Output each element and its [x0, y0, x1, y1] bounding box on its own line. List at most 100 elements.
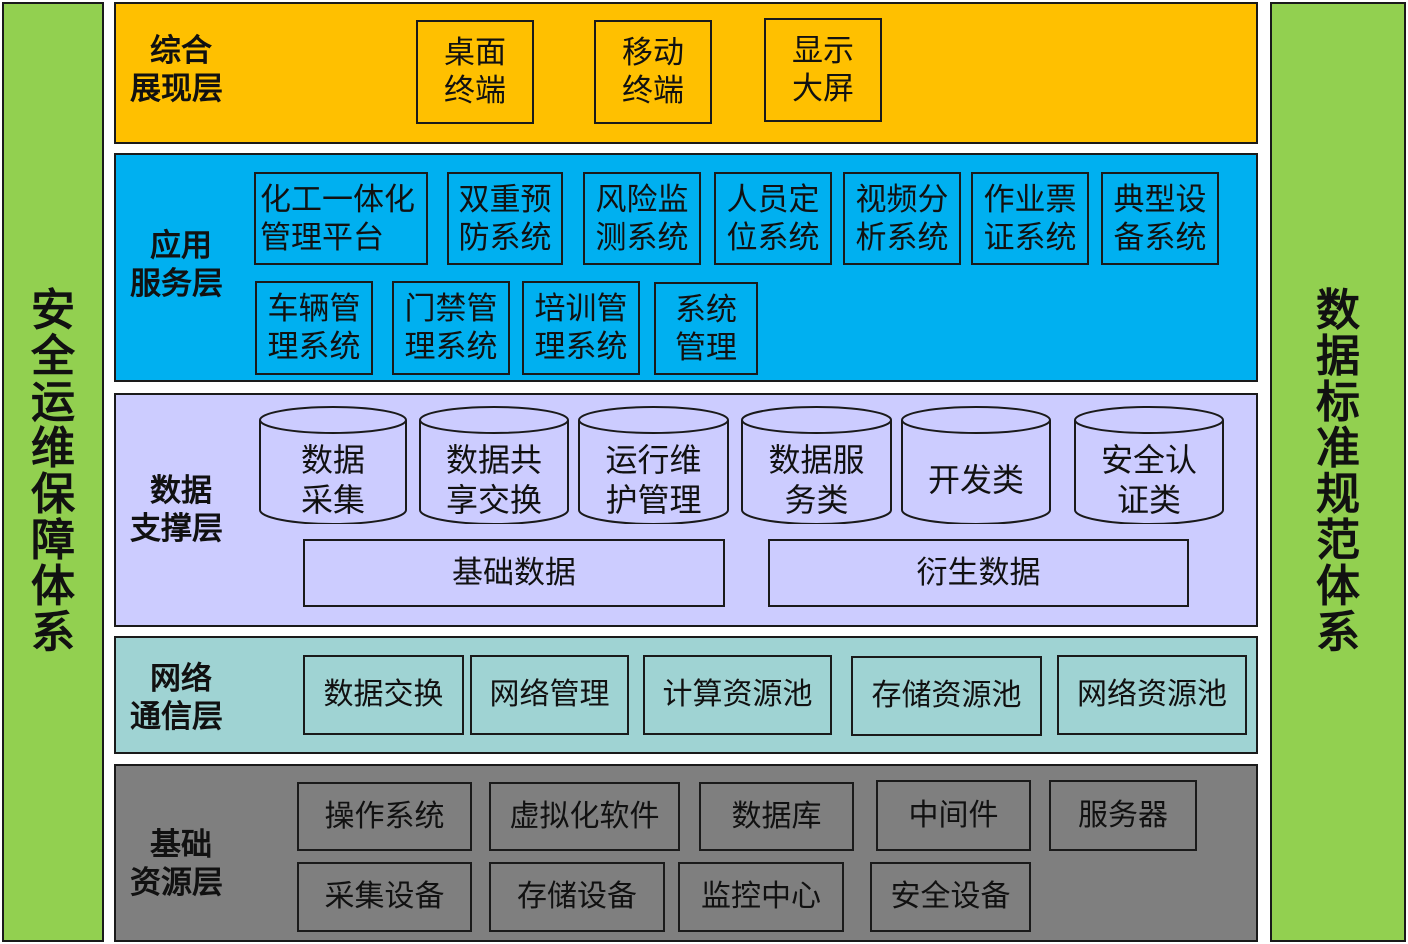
pillar-char: 系 — [31, 607, 75, 658]
box-text: 采集设备 — [324, 879, 445, 914]
data-base-box: 衍生数据 — [768, 539, 1189, 607]
box-text: 移动终端 — [622, 35, 684, 109]
pillar-char: 障 — [31, 515, 75, 566]
data-cylinder: 数据采集 — [259, 406, 407, 524]
box-text: 服务器 — [1078, 797, 1168, 833]
label-line-1: 综合 — [150, 33, 212, 69]
label-line-1: 数据 — [150, 473, 212, 509]
box-text: 存储设备 — [517, 879, 637, 914]
label-line-1: 网络 — [150, 661, 212, 697]
box-text: 桌面终端 — [444, 35, 506, 109]
box-text: 基础数据 — [452, 555, 576, 591]
label-line-1: 基础 — [150, 827, 212, 863]
box-text: 门禁管理系统 — [404, 291, 498, 365]
layer-presentation — [114, 2, 1258, 144]
box-text: 作业票证系统 — [983, 181, 1077, 256]
pillar-char: 体 — [1316, 561, 1360, 612]
label-line-2: 资源层 — [130, 865, 223, 901]
cylinder-text: 开发类 — [927, 461, 1024, 499]
pillar-char: 全 — [31, 331, 75, 382]
cylinder-text: 数据采集 — [300, 441, 365, 519]
layer-label-resource: 基础 资源层 — [130, 826, 260, 902]
layer-label-application: 应用 服务层 — [130, 227, 260, 303]
application-box: 典型设备系统 — [1101, 172, 1219, 265]
right-pillar-data-standards: 数据标准规范体系 — [1270, 2, 1406, 942]
pillar-char: 规 — [1316, 469, 1360, 520]
application-box: 视频分析系统 — [843, 172, 961, 265]
data-cylinder: 数据共享交换 — [419, 406, 569, 524]
box-text: 化工一体化管理平台 — [260, 181, 415, 256]
pillar-char: 保 — [31, 469, 75, 520]
pillar-char: 范 — [1316, 515, 1360, 566]
box-text: 系统管理 — [675, 291, 737, 366]
data-cylinder: 数据服务类 — [741, 406, 892, 524]
data-cylinder: 运行维护管理 — [578, 406, 729, 524]
box-text: 操作系统 — [324, 798, 445, 834]
box-text: 安全设备 — [890, 879, 1011, 914]
presentation-box: 显示大屏 — [764, 18, 882, 122]
label-line-1: 应用 — [150, 228, 212, 264]
box-text: 衍生数据 — [916, 555, 1041, 591]
application-box: 培训管理系统 — [522, 281, 640, 375]
application-box: 车辆管理系统 — [255, 281, 373, 375]
pillar-char: 据 — [1316, 331, 1360, 382]
layer-label-network: 网络 通信层 — [130, 660, 260, 736]
application-box: 门禁管理系统 — [392, 281, 510, 375]
application-box: 风险监测系统 — [583, 172, 701, 265]
network-box: 计算资源池 — [643, 655, 832, 735]
box-text: 风险监测系统 — [595, 181, 689, 256]
application-box: 系统管理 — [654, 282, 758, 375]
box-text: 双重预防系统 — [458, 181, 552, 256]
pillar-char: 体 — [31, 561, 75, 612]
box-text: 人员定位系统 — [726, 181, 820, 256]
data-cylinder: 安全认证类 — [1074, 406, 1224, 524]
label-line-2: 支撑层 — [130, 511, 223, 547]
box-text: 虚拟化软件 — [509, 798, 660, 834]
resource-box: 监控中心 — [678, 862, 844, 932]
pillar-char: 数 — [1316, 285, 1360, 336]
cylinder-text: 数据服务类 — [768, 441, 865, 519]
layer-resource — [114, 764, 1258, 942]
box-text: 网络资源池 — [1077, 677, 1227, 712]
box-text: 典型设备系统 — [1113, 181, 1207, 256]
pillar-char: 安 — [31, 285, 75, 336]
box-text: 中间件 — [908, 797, 999, 833]
box-text: 数据库 — [731, 798, 822, 834]
resource-box: 虚拟化软件 — [489, 782, 680, 851]
layer-label-data-support: 数据 支撑层 — [130, 472, 260, 548]
resource-box: 安全设备 — [870, 862, 1031, 932]
cylinder-text: 运行维护管理 — [605, 441, 702, 519]
pillar-char: 标 — [1316, 377, 1360, 428]
label-line-2: 展现层 — [130, 71, 223, 107]
box-text: 数据交换 — [323, 677, 444, 712]
data-base-box: 基础数据 — [303, 539, 725, 607]
box-text: 计算资源池 — [662, 677, 813, 712]
cylinder-text: 安全认证类 — [1100, 441, 1197, 519]
application-box: 双重预防系统 — [447, 172, 563, 265]
network-box: 数据交换 — [303, 655, 464, 735]
application-box: 化工一体化管理平台 — [254, 172, 428, 265]
box-text: 监控中心 — [701, 879, 821, 914]
pillar-char: 维 — [31, 423, 75, 474]
box-text: 存储资源池 — [871, 678, 1022, 713]
resource-box: 数据库 — [699, 782, 854, 851]
layer-application — [114, 153, 1258, 382]
box-text: 车辆管理系统 — [267, 291, 361, 365]
left-pillar-security-ops: 安全运维保障体系 — [2, 2, 104, 942]
label-line-2: 通信层 — [130, 699, 223, 735]
box-text: 显示大屏 — [792, 33, 854, 107]
network-box: 网络管理 — [470, 655, 629, 735]
label-line-2: 服务层 — [130, 266, 223, 302]
data-cylinder: 开发类 — [901, 406, 1051, 524]
resource-box: 采集设备 — [297, 862, 472, 932]
network-box: 网络资源池 — [1057, 655, 1247, 735]
network-box: 存储资源池 — [851, 656, 1042, 736]
layer-label-presentation: 综合 展现层 — [130, 32, 260, 108]
resource-box: 操作系统 — [297, 782, 472, 851]
resource-box: 服务器 — [1049, 780, 1197, 851]
pillar-char: 系 — [1316, 607, 1360, 658]
resource-box: 中间件 — [876, 780, 1031, 851]
box-text: 视频分析系统 — [855, 181, 949, 256]
pillar-char: 运 — [31, 377, 75, 428]
cylinder-text: 数据共享交换 — [445, 441, 542, 519]
